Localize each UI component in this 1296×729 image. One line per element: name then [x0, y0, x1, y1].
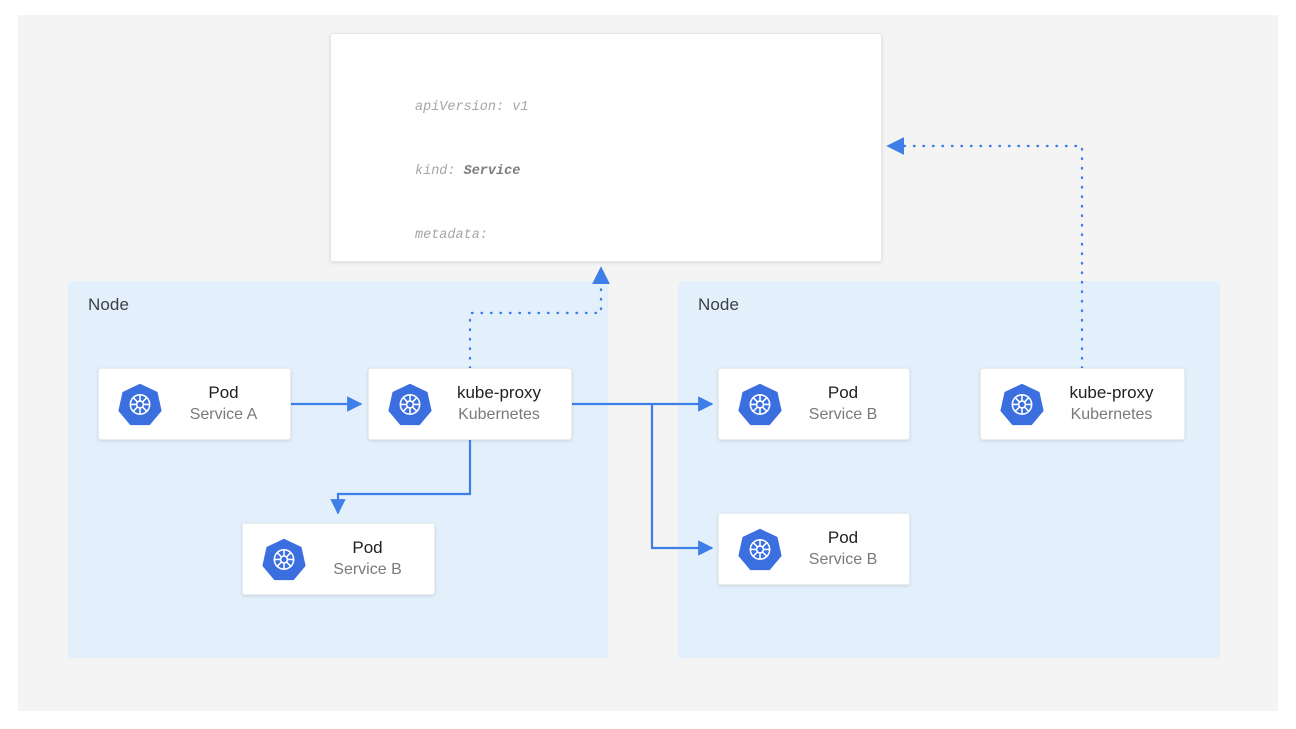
yaml-line: metadata: [415, 228, 488, 244]
card-title: kube-proxy [1069, 383, 1154, 402]
kubernetes-icon [387, 381, 433, 427]
card-title: kube-proxy [456, 383, 542, 402]
card-title: Pod [827, 383, 859, 402]
kubernetes-icon [999, 381, 1045, 427]
service-manifest-card: apiVersion: v1 kind: Service metadata: n… [330, 33, 882, 262]
card-subtitle: Service A [189, 406, 258, 423]
card-subtitle: Service B [808, 406, 878, 423]
card-title: Pod [208, 383, 239, 402]
card-text: Pod Service A [163, 382, 290, 426]
card-text: Pod Service B [307, 537, 434, 581]
yaml-value-bold: Service [463, 164, 521, 180]
card-kube-proxy-left[interactable]: kube-proxy Kubernetes [368, 368, 572, 440]
node-label-right: Node [698, 295, 740, 314]
yaml-line: apiVersion: v1 [415, 99, 529, 115]
card-subtitle: Service B [333, 561, 402, 578]
card-kube-proxy-right[interactable]: kube-proxy Kubernetes [980, 368, 1185, 440]
node-region-right: Node [678, 281, 1220, 658]
card-pod-service-b-right-bottom[interactable]: Pod Service B [718, 513, 910, 585]
card-pod-service-a[interactable]: Pod Service A [98, 368, 291, 440]
card-text: Pod Service B [783, 527, 909, 571]
kubernetes-icon [737, 381, 783, 427]
card-subtitle: Kubernetes [1070, 406, 1153, 423]
service-manifest-text: apiVersion: v1 kind: Service metadata: n… [415, 54, 747, 261]
card-title: Pod [827, 528, 859, 547]
card-text: kube-proxy Kubernetes [433, 382, 571, 426]
node-label-left: Node [88, 295, 130, 314]
card-text: kube-proxy Kubernetes [1045, 382, 1184, 426]
card-pod-service-b-left[interactable]: Pod Service B [242, 523, 435, 595]
kubernetes-icon [737, 526, 783, 572]
yaml-key: kind: [415, 164, 464, 180]
card-text: Pod Service B [783, 382, 909, 426]
card-title: Pod [352, 538, 383, 557]
kubernetes-icon [261, 536, 307, 582]
card-subtitle: Service B [808, 551, 878, 568]
card-pod-service-b-right-top[interactable]: Pod Service B [718, 368, 910, 440]
card-subtitle: Kubernetes [458, 406, 540, 423]
yaml-line: kind: Service [415, 161, 747, 182]
node-region-left: Node [68, 281, 608, 658]
kubernetes-icon [117, 381, 163, 427]
